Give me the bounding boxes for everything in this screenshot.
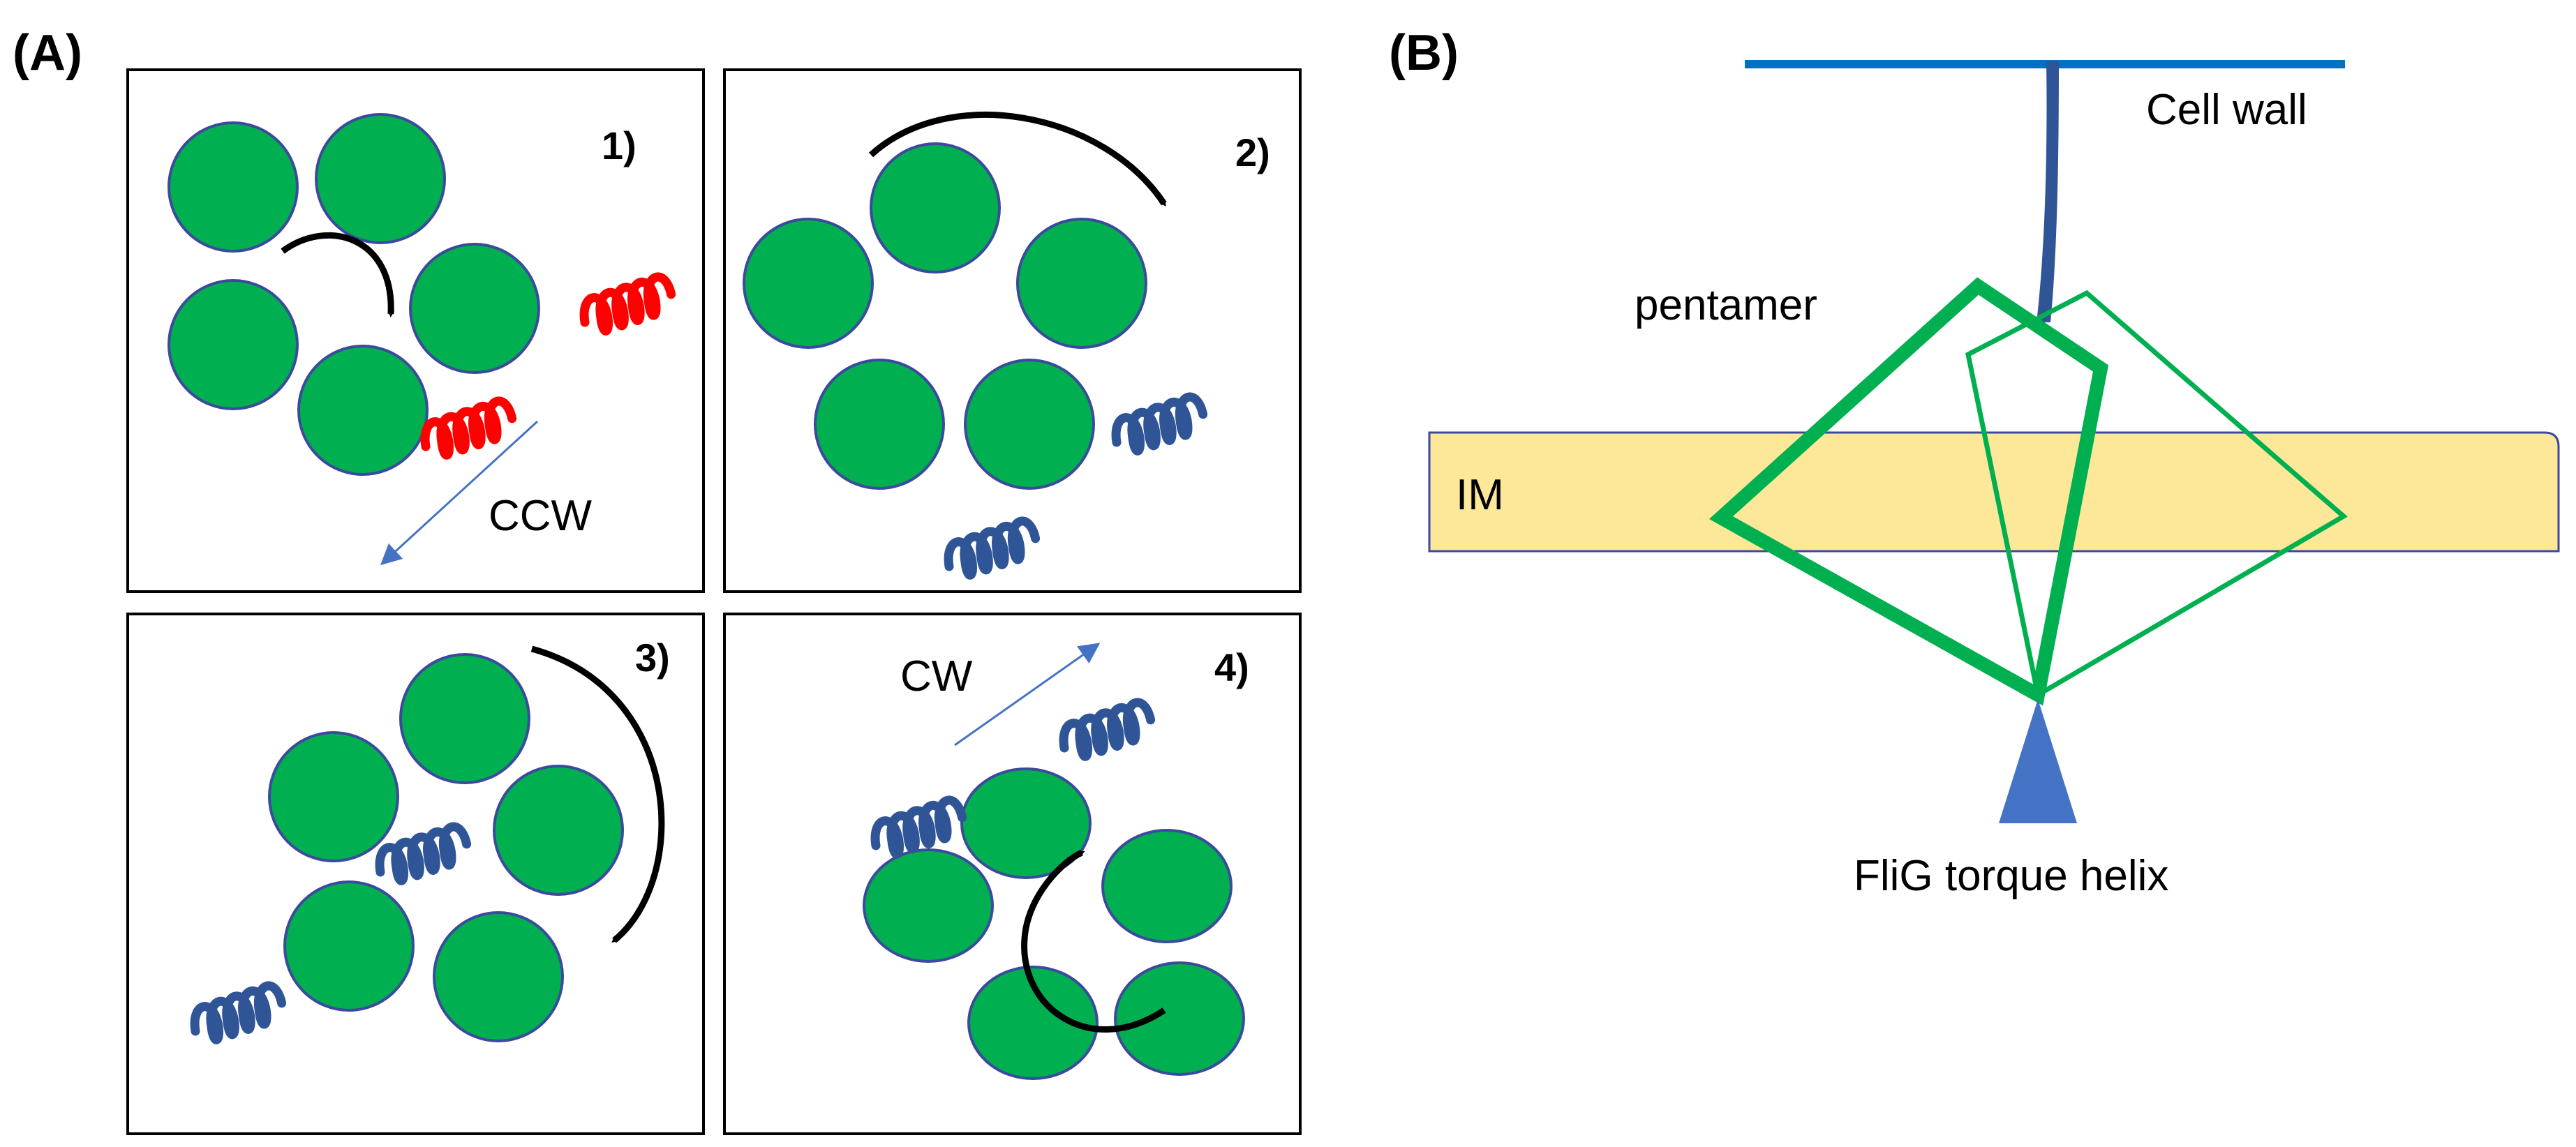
disk [1114,961,1245,1076]
disk [167,279,299,410]
step-4-label: 4) [1214,645,1249,689]
panel-a-label: (A) [13,25,82,81]
flig-torque-helix [1999,699,2077,823]
disks-3 [268,653,624,1042]
subpanel-3: 3) [126,613,705,1135]
disks-2 [743,142,1147,490]
cw-direction-arrow [954,643,1101,747]
stator-stalk [2037,61,2059,322]
subpanel-4: CW 4) [723,613,1302,1135]
pentamer-label: pentamer [1635,281,1817,329]
rotation-arrow [1021,849,1166,1033]
disk [1016,218,1147,349]
ccw-label: CCW [489,492,593,540]
rotation-arrow [281,232,395,317]
disk [433,911,564,1042]
disks-4 [863,767,1245,1080]
cell-wall-label: Cell wall [2146,86,2307,134]
disk [409,243,540,374]
rotation-arrow [530,645,665,943]
disk [1101,829,1233,943]
disk [493,765,624,896]
disk [315,113,446,244]
step-2-label: 2) [1235,130,1270,174]
disk [960,767,1092,879]
disks-1 [167,113,540,476]
disk [967,966,1099,1080]
rotation-arrow [868,112,1167,207]
flig-label: FliG torque helix [1854,852,2168,900]
panel-b-label: (B) [1389,25,1459,81]
disk [814,359,945,490]
disk [863,848,994,963]
disk [399,653,530,784]
disk [268,731,399,862]
disk [743,218,874,349]
disk [283,880,415,1012]
cw-label: CW [900,652,973,700]
subpanel-1: 1) CCW [126,68,705,593]
pentamer-outline-thick [1708,277,2109,706]
step-3-label: 3) [635,636,670,680]
disk [297,345,429,476]
disk [167,121,299,253]
subpanel-2: 2) [723,68,1302,593]
disk [870,142,1001,273]
disk [964,359,1095,490]
im-label: IM [1456,471,1504,519]
step-1-label: 1) [602,123,636,167]
ccw-direction-arrow [380,420,539,566]
